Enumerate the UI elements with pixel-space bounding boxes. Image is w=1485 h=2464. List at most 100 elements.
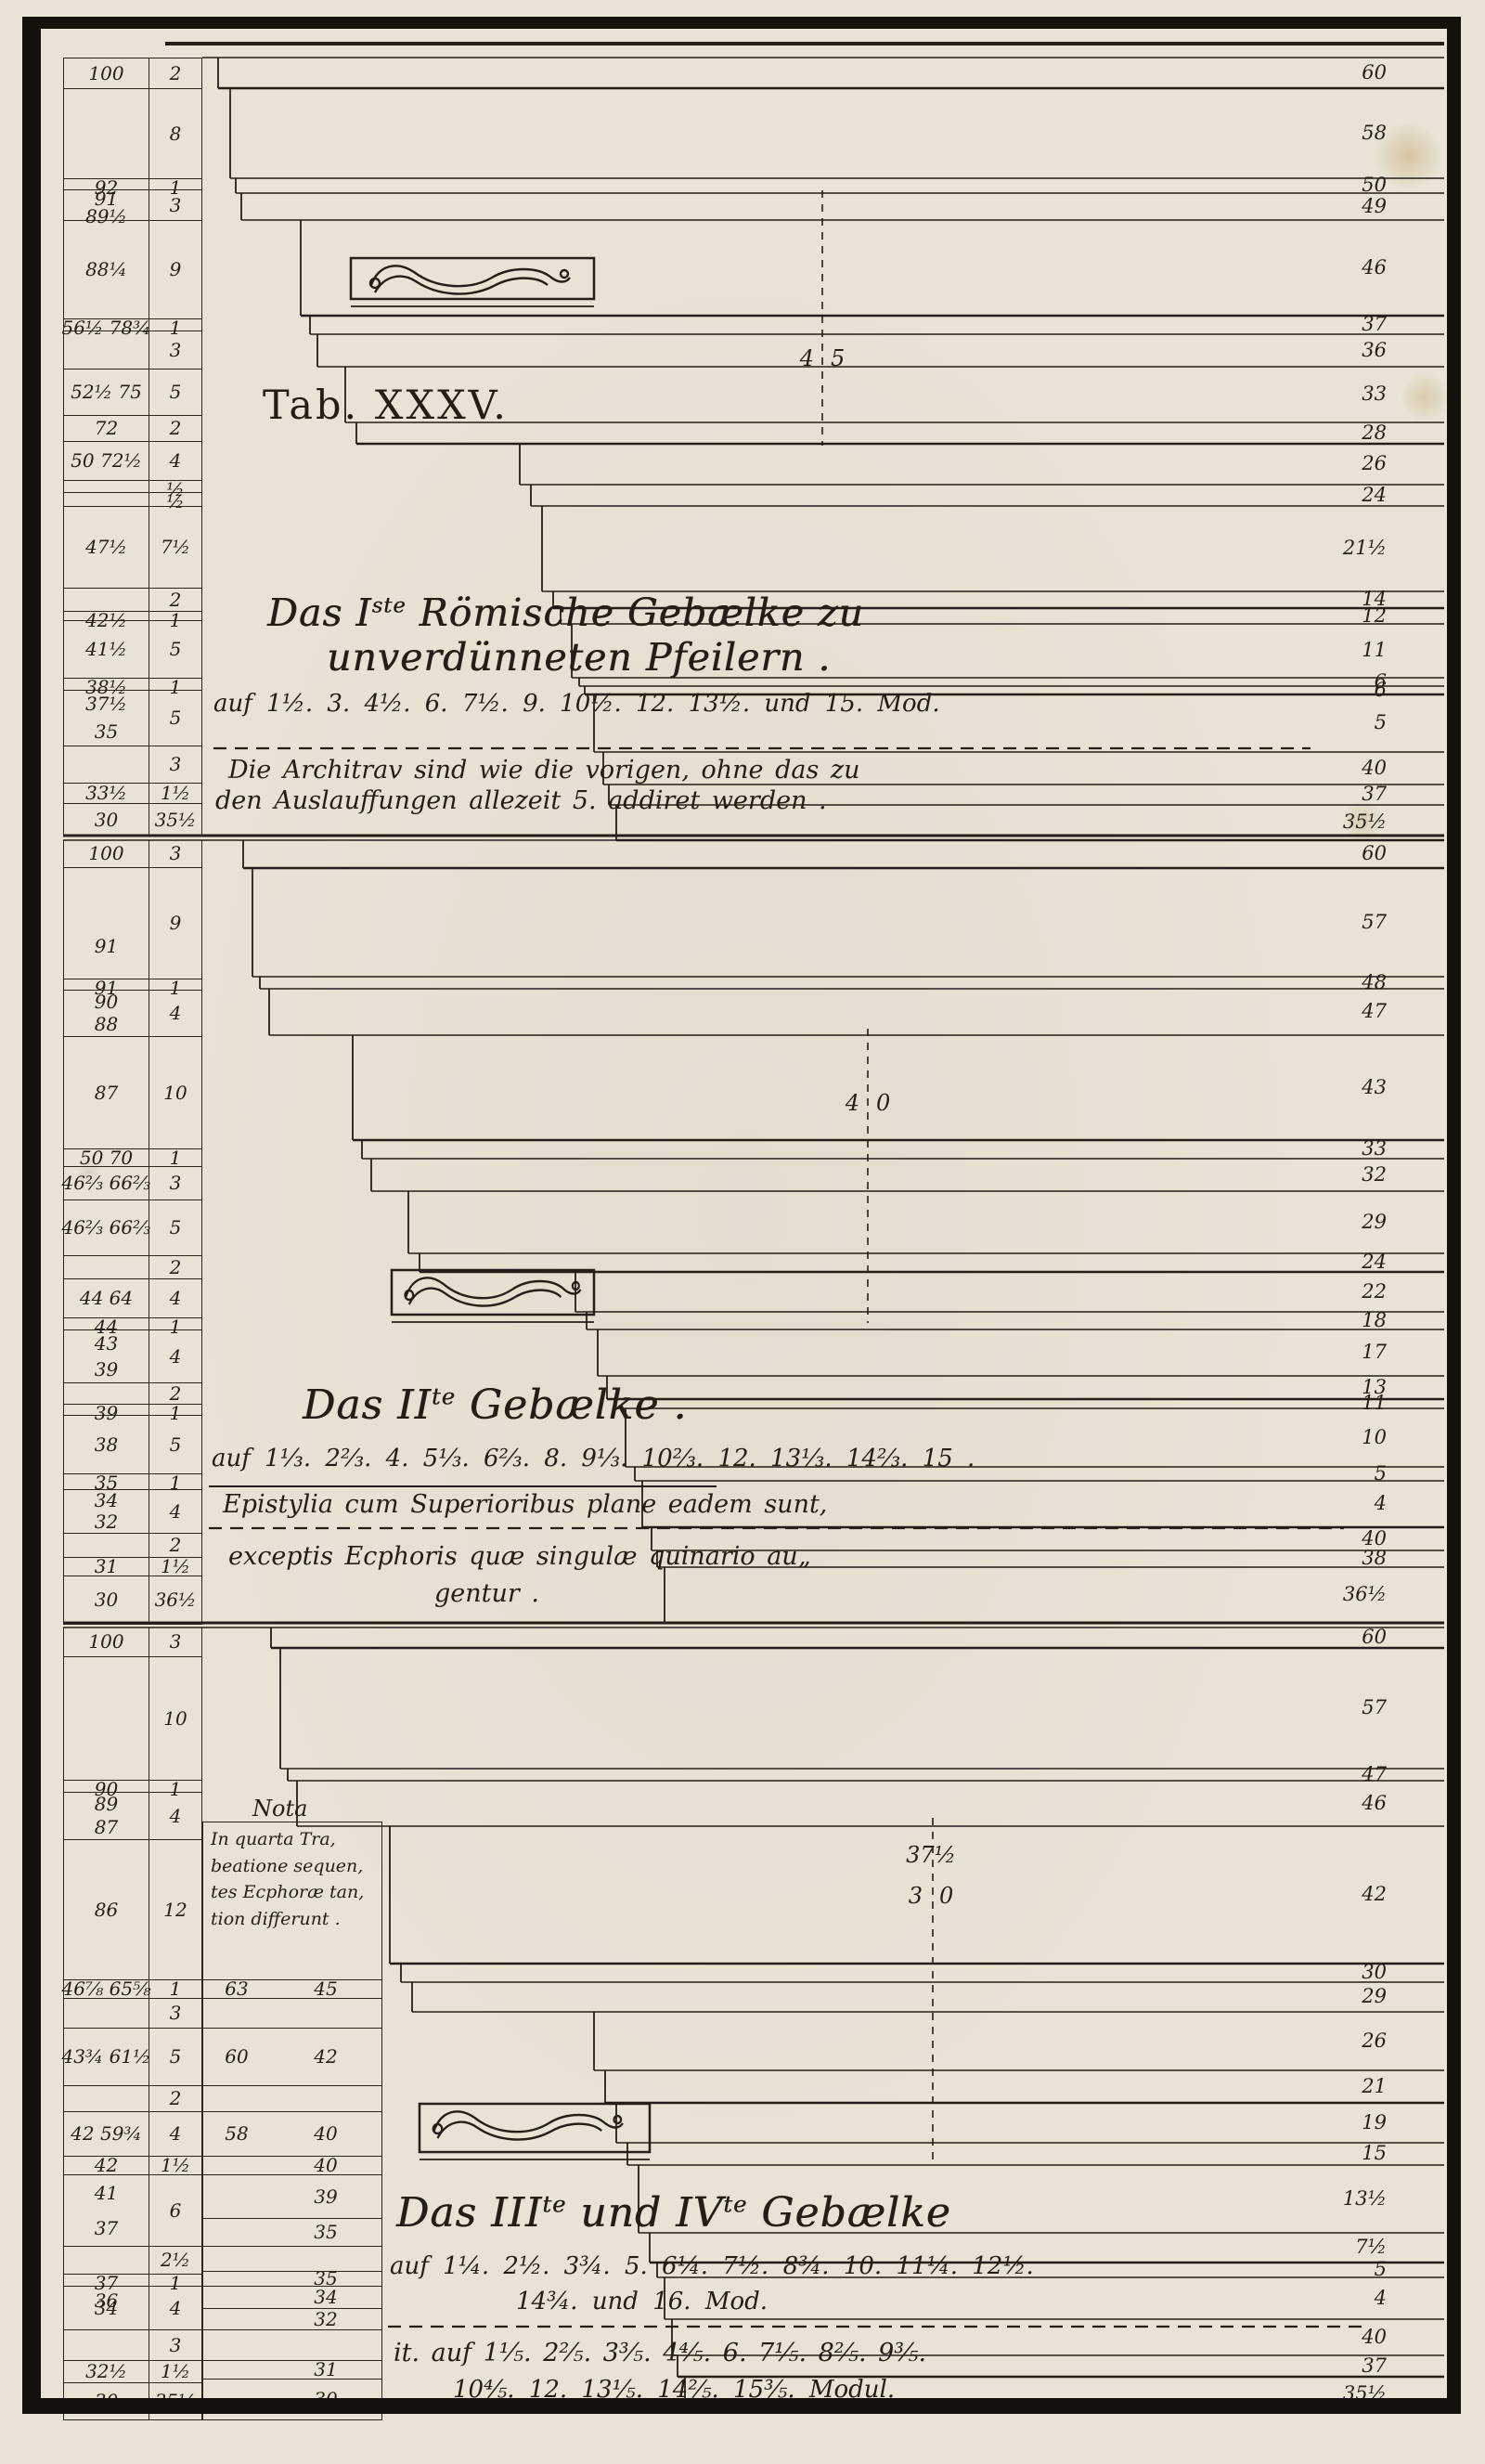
- table-row: 2½: [64, 2247, 201, 2275]
- scale-row: 57: [1095, 1648, 1444, 1769]
- table-cell: 42 59¾: [64, 2112, 149, 2156]
- table-cell: 42½: [64, 611, 149, 629]
- scale-value: 60: [1362, 60, 1387, 84]
- table-cell: 9: [149, 868, 201, 979]
- axis-measure-3a: 37½: [906, 1842, 956, 1868]
- measure-value: 37: [94, 2216, 119, 2239]
- table-cell: 5: [149, 1200, 201, 1255]
- scale-value: 49: [1362, 194, 1387, 217]
- section2-latin-line3: gentur .: [434, 1579, 539, 1608]
- table-row: 39: [203, 2175, 381, 2219]
- table-row: 35: [203, 2269, 381, 2288]
- table-row: 31: [203, 2360, 381, 2380]
- scale-row: 33: [1095, 367, 1444, 422]
- measure-value: 87: [94, 1081, 119, 1104]
- table-cell: 1: [149, 1404, 201, 1422]
- scale-value: 32: [1362, 1162, 1387, 1186]
- table-cell: [203, 2086, 270, 2111]
- measure-value: 46⅞ 65⅝: [61, 1978, 151, 2000]
- scale-row: 37: [1095, 2355, 1444, 2377]
- measure-value: 30: [94, 808, 119, 831]
- table-cell: 40: [270, 2112, 381, 2156]
- scale-row: 24: [1095, 1251, 1444, 1274]
- scale-row: 26: [1095, 444, 1444, 485]
- measure-value: 3: [169, 338, 182, 361]
- measure-value: 1: [169, 676, 182, 698]
- scale-value: 12: [1362, 603, 1387, 627]
- measure-value: 30: [94, 2390, 119, 2412]
- scale-value: 35½: [1342, 2382, 1387, 2406]
- console-bracket-2: [390, 1268, 596, 1323]
- scale-value: 5: [1374, 711, 1387, 734]
- measure-value: 2: [169, 417, 182, 439]
- table-cell: 56½ 78¾: [61, 318, 150, 337]
- measure-value: 100: [88, 1630, 124, 1653]
- scale-value: 40: [1362, 2325, 1387, 2348]
- plate-title: Tab. XXXV.: [263, 383, 509, 429]
- measure-value: 38: [94, 1433, 119, 1456]
- measure-value: 3: [169, 2333, 182, 2356]
- scale-value: 6: [1374, 669, 1387, 693]
- scale-row: 29: [1095, 1982, 1444, 2012]
- scale-value: 24: [1362, 1251, 1387, 1274]
- measure-value: 39: [314, 2185, 338, 2208]
- table-cell: 2½: [149, 2247, 201, 2274]
- measure-value: 41½: [85, 638, 127, 660]
- measure-value: 5: [169, 381, 182, 403]
- table-cell: 4: [149, 991, 201, 1036]
- scale-row: 58: [1095, 88, 1444, 178]
- scale-row: 43: [1095, 1035, 1444, 1140]
- table-cell: 30: [270, 2380, 381, 2419]
- scale-value: 40: [1362, 756, 1387, 779]
- table-cell: [203, 2309, 270, 2329]
- measure-value: 34: [94, 2296, 119, 2319]
- table-cell: 1: [149, 1979, 201, 1998]
- table-row: [203, 2247, 381, 2272]
- scale-row: 47: [1095, 989, 1444, 1035]
- measure-value: 41: [94, 2181, 119, 2204]
- table-row: 3: [64, 746, 201, 784]
- section1-heading-line2: unverdünneten Pfeilern .: [327, 635, 832, 680]
- table-cell: [203, 2287, 270, 2308]
- scale-row: 38: [1095, 1549, 1444, 1568]
- table-cell: 31: [270, 2360, 381, 2379]
- table-row: [203, 1999, 381, 2029]
- scale-value: 57: [1362, 910, 1387, 933]
- section1-note-line1: Die Architrav sind wie die vorigen, ohne…: [228, 756, 860, 785]
- table-cell: 3: [149, 840, 201, 867]
- measure-value: 100: [88, 61, 124, 84]
- scale-value: 6: [1374, 678, 1387, 701]
- scale-value: 40: [1362, 1526, 1387, 1550]
- table-cell: 39: [270, 2175, 381, 2218]
- table-cell: 91: [64, 868, 149, 979]
- scale-row: 60: [1095, 840, 1444, 868]
- scale-value: 50: [1362, 174, 1387, 197]
- scale-value: 37: [1362, 2354, 1387, 2377]
- measure-value: 42: [94, 2154, 119, 2176]
- table-cell: [64, 1657, 149, 1780]
- table-cell: 4: [149, 1279, 201, 1317]
- scale-row: 42: [1095, 1826, 1444, 1964]
- measure-value: 3: [169, 1630, 182, 1653]
- scale-row: 24: [1095, 485, 1444, 506]
- scale-row: 21½: [1095, 506, 1444, 591]
- table-row: 35: [203, 2219, 381, 2247]
- table-cell: 4: [149, 1330, 201, 1382]
- table-cell: 91: [64, 979, 149, 997]
- table-cell: [270, 1999, 381, 2028]
- measure-value: 60: [225, 2045, 249, 2068]
- measure-value: 42 59¾: [71, 2122, 142, 2145]
